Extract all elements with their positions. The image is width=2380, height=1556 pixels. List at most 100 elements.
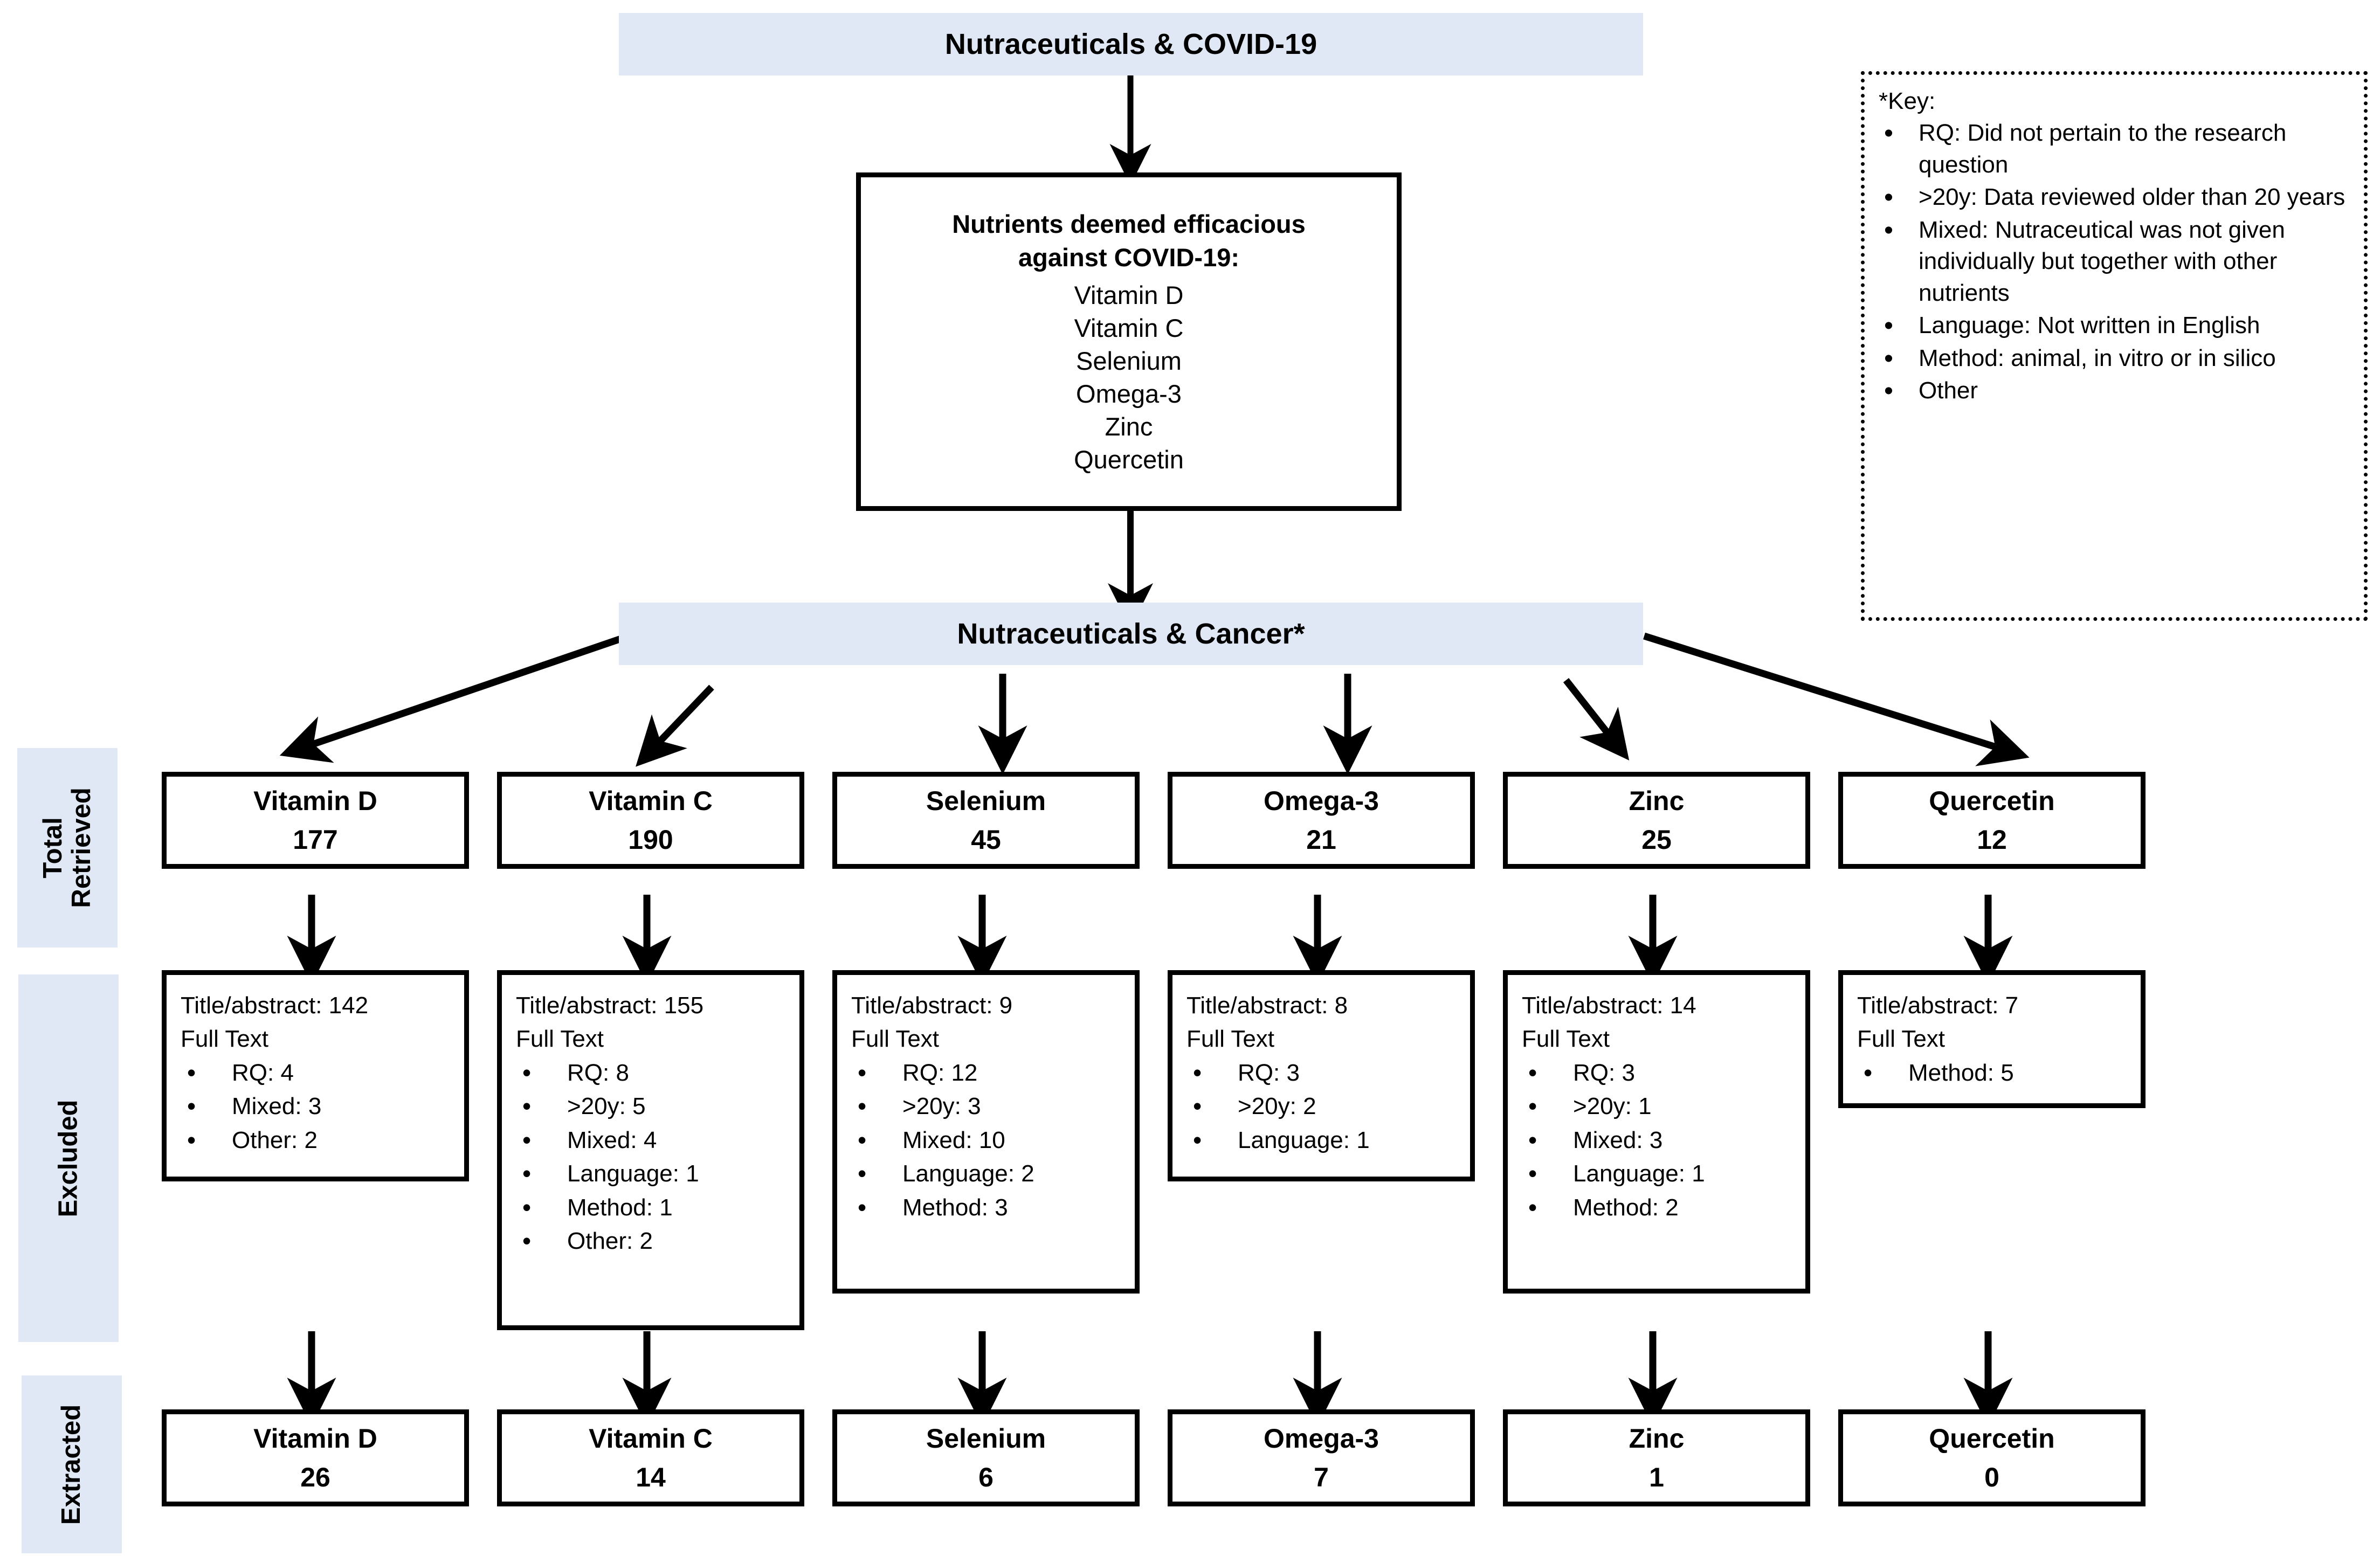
key-item: RQ: Did not pertain to the research ques… <box>1879 116 2352 181</box>
arrow-cancer-to-zinc <box>1563 677 1630 760</box>
retrieved-nutrient-label: Omega-3 <box>1264 786 1379 816</box>
extracted-nutrient-label: Vitamin D <box>253 1423 377 1454</box>
excluded-reason: RQ: 3 <box>1186 1055 1460 1091</box>
extracted-count: 14 <box>636 1462 666 1492</box>
excluded-reason: Language: 1 <box>1186 1123 1460 1158</box>
extracted-nutrient-label: Omega-3 <box>1264 1423 1379 1454</box>
excluded-reason-list: RQ: 4 Mixed: 3 Other: 2 <box>181 1055 454 1158</box>
stage-label-total-retrieved: Total Retrieved <box>17 748 118 948</box>
key-item: Method: animal, in vitro or in silico <box>1879 341 2352 376</box>
retrieved-box-vitamin-d: Vitamin D 177 <box>162 772 469 869</box>
banner-mid-label: Nutraceuticals & Cancer* <box>957 618 1305 650</box>
extracted-box-vitamin-d: Vitamin D 26 <box>162 1409 469 1506</box>
extracted-box-vitamin-c: Vitamin C 14 <box>497 1409 804 1506</box>
extracted-nutrient-label: Quercetin <box>1929 1423 2055 1454</box>
extracted-box-selenium: Selenium 6 <box>832 1409 1140 1506</box>
excluded-reason: Language: 1 <box>1522 1156 1796 1192</box>
excluded-reason: Other: 2 <box>181 1123 454 1158</box>
stage-label-extracted: Extracted <box>22 1375 122 1553</box>
key-item: Mixed: Nutraceutical was not given indiv… <box>1879 213 2352 309</box>
retrieved-count: 177 <box>293 825 338 855</box>
excluded-reason: Mixed: 3 <box>1522 1123 1796 1158</box>
retrieved-box-vitamin-c: Vitamin C 190 <box>497 772 804 869</box>
banner-top-label: Nutraceuticals & COVID-19 <box>944 28 1317 60</box>
extracted-box-omega-3: Omega-3 7 <box>1168 1409 1475 1506</box>
retrieved-count: 45 <box>971 825 1001 855</box>
extracted-count: 1 <box>1649 1462 1664 1492</box>
extracted-count: 6 <box>978 1462 994 1492</box>
excluded-reason-list: RQ: 8 >20y: 5 Mixed: 4 Language: 1 Metho… <box>516 1055 790 1259</box>
arrow-cancer-to-vitamin-d <box>279 627 646 763</box>
stage-extracted-line1: Extracted <box>57 1404 86 1525</box>
retrieved-count: 190 <box>628 825 673 855</box>
key-list: RQ: Did not pertain to the research ques… <box>1879 116 2352 408</box>
stage-label-excluded: Excluded <box>18 974 119 1342</box>
excluded-reason: RQ: 8 <box>516 1055 790 1091</box>
retrieved-nutrient-label: Zinc <box>1629 786 1685 816</box>
arrow-cancer-to-vitamin-c <box>636 684 714 767</box>
efficacious-nutrient-item: Selenium <box>1076 346 1182 375</box>
excluded-reason: Mixed: 3 <box>181 1089 454 1124</box>
excluded-reason: Method: 3 <box>851 1190 1125 1226</box>
extracted-count: 26 <box>300 1462 330 1492</box>
retrieved-box-quercetin: Quercetin 12 <box>1838 772 2146 869</box>
excluded-full-text-label: Full Text <box>1186 1026 1275 1053</box>
excluded-title-abstract: Title/abstract: 14 <box>1522 992 1696 1019</box>
excluded-full-text-label: Full Text <box>851 1026 940 1053</box>
excluded-reason-list: RQ: 3 >20y: 1 Mixed: 3 Language: 1 Metho… <box>1522 1055 1796 1226</box>
excluded-full-text-label: Full Text <box>181 1026 269 1053</box>
stage-excluded-line1: Excluded <box>53 1099 83 1217</box>
retrieved-count: 12 <box>1977 825 2007 855</box>
efficacious-nutrient-item: Zinc <box>1105 412 1153 441</box>
excluded-box-quercetin: Title/abstract: 7 Full Text Method: 5 <box>1838 970 2146 1108</box>
retrieved-count: 21 <box>1306 825 1336 855</box>
key-title: *Key: <box>1879 88 1936 114</box>
efficacious-nutrient-item: Omega-3 <box>1076 379 1182 409</box>
excluded-reason: >20y: 2 <box>1186 1089 1460 1124</box>
excluded-title-abstract: Title/abstract: 8 <box>1186 992 1348 1019</box>
retrieved-nutrient-label: Vitamin C <box>589 786 713 816</box>
extracted-nutrient-label: Selenium <box>926 1423 1046 1454</box>
key-item: >20y: Data reviewed older than 20 years <box>1879 180 2352 215</box>
excluded-title-abstract: Title/abstract: 9 <box>851 992 1013 1019</box>
extracted-count: 7 <box>1314 1462 1329 1492</box>
excluded-reason: >20y: 1 <box>1522 1089 1796 1124</box>
excluded-full-text-label: Full Text <box>1857 1026 1946 1053</box>
excluded-title-abstract: Title/abstract: 142 <box>181 992 369 1019</box>
retrieved-nutrient-label: Quercetin <box>1929 786 2055 816</box>
retrieved-box-selenium: Selenium 45 <box>832 772 1140 869</box>
key-item: Other <box>1879 374 2352 408</box>
excluded-title-abstract: Title/abstract: 7 <box>1857 992 2019 1019</box>
banner-nutraceuticals-cancer: Nutraceuticals & Cancer* <box>619 603 1643 665</box>
excluded-box-vitamin-c: Title/abstract: 155 Full Text RQ: 8 >20y… <box>497 970 804 1330</box>
retrieved-box-omega-3: Omega-3 21 <box>1168 772 1475 869</box>
excluded-title-abstract: Title/abstract: 155 <box>516 992 704 1019</box>
excluded-reason: RQ: 12 <box>851 1055 1125 1091</box>
excluded-reason: >20y: 3 <box>851 1089 1125 1124</box>
excluded-reason: RQ: 4 <box>181 1055 454 1091</box>
efficacious-title-line2: against COVID-19: <box>1018 243 1240 272</box>
excluded-reason: Other: 2 <box>516 1223 790 1259</box>
excluded-reason: Language: 1 <box>516 1156 790 1192</box>
excluded-reason: Language: 2 <box>851 1156 1125 1192</box>
excluded-full-text-label: Full Text <box>1522 1026 1610 1053</box>
excluded-reason-list: RQ: 3 >20y: 2 Language: 1 <box>1186 1055 1460 1158</box>
excluded-reason: RQ: 3 <box>1522 1055 1796 1091</box>
extracted-nutrient-label: Vitamin C <box>589 1423 713 1454</box>
extracted-box-zinc: Zinc 1 <box>1503 1409 1810 1506</box>
retrieved-nutrient-label: Vitamin D <box>253 786 377 816</box>
key-item: Language: Not written in English <box>1879 308 2352 343</box>
retrieved-nutrient-label: Selenium <box>926 786 1046 816</box>
arrow-cancer-to-quercetin <box>1643 632 2030 766</box>
efficacious-title-line1: Nutrients deemed efficacious <box>952 209 1306 238</box>
extracted-nutrient-label: Zinc <box>1629 1423 1685 1454</box>
retrieved-box-zinc: Zinc 25 <box>1503 772 1810 869</box>
excluded-reason: Method: 1 <box>516 1190 790 1226</box>
extracted-count: 0 <box>1984 1462 1999 1492</box>
excluded-box-vitamin-d: Title/abstract: 142 Full Text RQ: 4 Mixe… <box>162 970 469 1181</box>
banner-nutraceuticals-covid: Nutraceuticals & COVID-19 <box>619 13 1643 75</box>
excluded-reason: Method: 5 <box>1857 1055 2131 1091</box>
excluded-reason: Mixed: 4 <box>516 1123 790 1158</box>
excluded-box-selenium: Title/abstract: 9 Full Text RQ: 12 >20y:… <box>832 970 1140 1294</box>
efficacious-nutrient-item: Quercetin <box>1074 445 1184 474</box>
